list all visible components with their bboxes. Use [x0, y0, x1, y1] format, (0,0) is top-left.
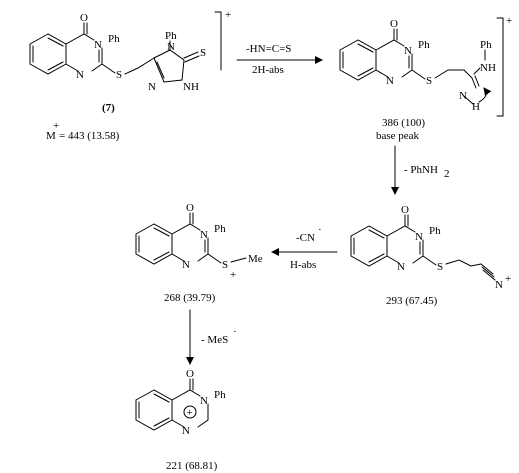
carbonyl-oxygen: O: [186, 368, 194, 380]
radical-cation-bracket: [496, 17, 504, 117]
sulfur-atom: S: [426, 75, 432, 87]
ring-nitrogen: N: [386, 75, 394, 87]
imine-nitrogen: N: [459, 90, 467, 102]
sulfur-atom: S: [437, 261, 443, 273]
phenyl-label: Ph: [165, 30, 177, 42]
carbonyl-oxygen: O: [401, 204, 409, 216]
migrating-hydrogen: H: [472, 101, 480, 113]
compound-386-mz: 386 (100): [382, 117, 425, 129]
triazole-thione-ring: [153, 40, 200, 83]
sulfur-atom: S: [222, 259, 228, 271]
quinazolinone-core: [29, 22, 116, 75]
radical-dot: ·: [233, 326, 237, 338]
charge-sign: +: [225, 9, 231, 21]
nitrile-triple-bond: [480, 263, 496, 281]
ring-nitrogen: N: [397, 261, 405, 273]
compound-293-mz: 293 (67.45): [386, 295, 438, 307]
triazole-nitrogen: N: [148, 81, 156, 93]
step2-loss-subscript: 2: [444, 168, 450, 180]
step1-loss-label: -HN=C=S: [246, 43, 291, 55]
thione-sulfur: S: [200, 47, 206, 59]
molecular-ion-value: = 443 (13.58): [59, 130, 120, 142]
positive-charge-circle: [183, 405, 197, 419]
ring-nitrogen: N: [404, 45, 412, 57]
ring-nitrogen: N: [182, 425, 190, 437]
amine-bond: [473, 67, 481, 75]
phenyl-label: Ph: [429, 225, 441, 237]
carbonyl-oxygen: O: [186, 202, 194, 214]
imine-bond: [471, 75, 480, 89]
compound-268: O N Ph N S + Me: [135, 202, 263, 281]
hydrogen-transfer-arrow: [478, 87, 492, 103]
carbonyl-oxygen: O: [80, 12, 88, 24]
phenyl-label: Ph: [108, 33, 120, 45]
quinazolinone-core: [339, 28, 426, 81]
sulfur-atom: S: [116, 69, 122, 81]
ring-nitrogen: N: [415, 231, 423, 243]
quinazolinone-core: [135, 378, 209, 431]
compound-221: O N Ph N +: [135, 368, 226, 437]
triazole-nitrogen: N: [167, 41, 175, 53]
compound-221-mz: 221 (68.81): [166, 460, 218, 472]
amine-nh: NH: [480, 62, 496, 74]
step3-condition-label: H-abs: [290, 259, 316, 271]
radical-dot: ·: [318, 224, 322, 236]
phenyl-label: Ph: [214, 389, 226, 401]
carbonyl-oxygen: O: [390, 18, 398, 30]
charge-sign: +: [187, 407, 193, 419]
quinazolinone-core: [135, 212, 222, 265]
step3-loss-label: -CN: [296, 232, 315, 244]
n-h-bond: [463, 95, 474, 105]
step2-loss-label: - PhNH: [404, 164, 438, 176]
ring-nitrogen: N: [200, 229, 208, 241]
phenyl-label: Ph: [418, 39, 430, 51]
radical-cation-bracket: [214, 11, 222, 71]
triazole-nh: NH: [183, 81, 199, 93]
charge-sign: +: [506, 15, 512, 27]
step4-loss-label: - MeS: [201, 334, 228, 346]
nitrile-nitrogen: N: [495, 279, 503, 291]
compound-7: O N Ph N S N Ph S N NH +: [29, 9, 231, 93]
molecular-ion-symbol: M: [46, 130, 56, 142]
compound-386: O N Ph N S NH Ph N H +: [339, 15, 512, 117]
phenyl-label: Ph: [480, 39, 492, 51]
charge-sign: +: [505, 273, 511, 285]
radical-cation-mark: +: [53, 120, 59, 132]
ring-nitrogen: N: [182, 259, 190, 271]
ring-nitrogen: N: [76, 69, 84, 81]
ring-nitrogen: N: [94, 39, 102, 51]
thiomethyl-linker: [124, 57, 155, 75]
methyl-label: Me: [248, 253, 263, 265]
s-methyl-bond: [230, 257, 247, 263]
compound-293: O N Ph N S N +: [350, 204, 511, 291]
base-peak-note: base peak: [376, 130, 420, 142]
phenyl-label: Ph: [214, 223, 226, 235]
compound-7-label: (7): [102, 102, 115, 114]
side-chain: [445, 259, 482, 267]
side-chain: [434, 69, 473, 79]
step1-condition-label: 2H-abs: [252, 64, 284, 76]
charge-sign: +: [230, 269, 236, 281]
compound-268-mz: 268 (39.79): [164, 292, 216, 304]
ring-nitrogen: N: [200, 395, 208, 407]
quinazolinone-core: [350, 214, 437, 267]
